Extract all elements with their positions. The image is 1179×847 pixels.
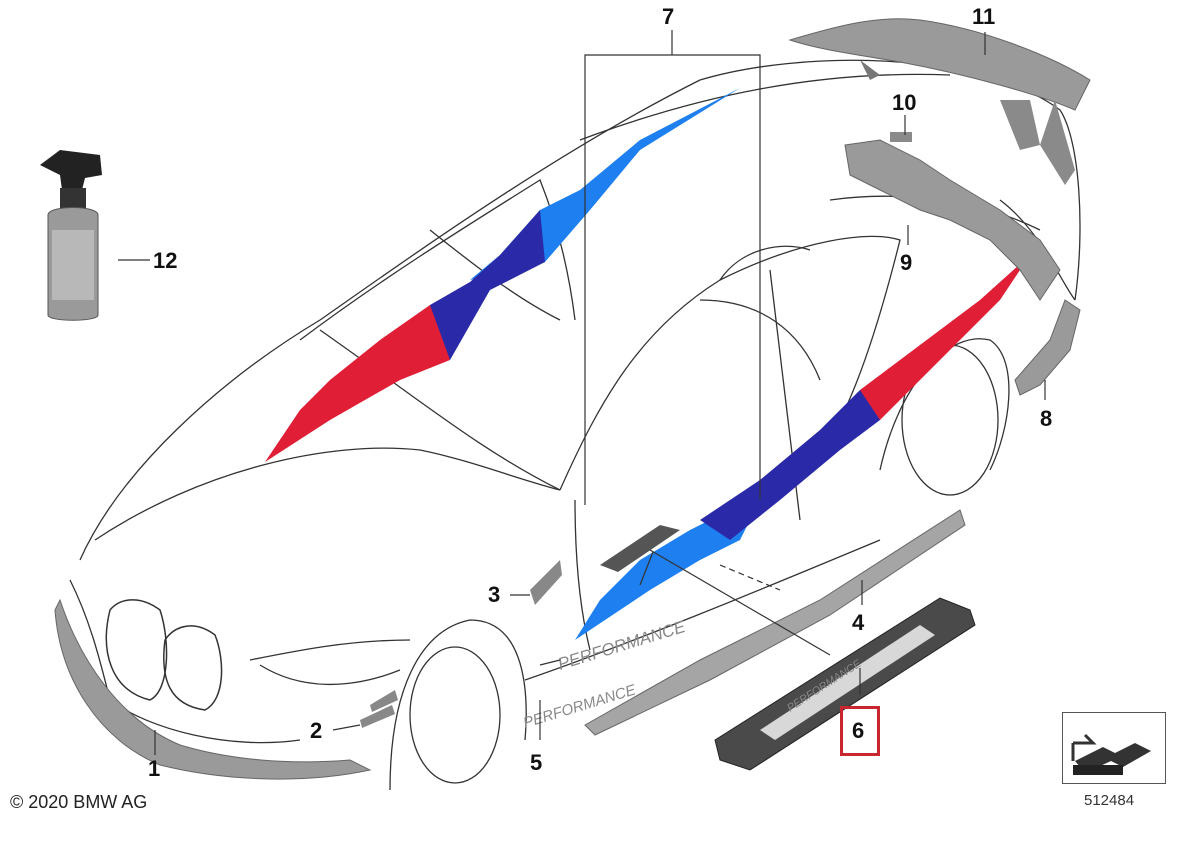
callout-1[interactable]: 1 (148, 756, 161, 781)
callout-11[interactable]: 11 (972, 4, 996, 29)
rear-wing (788, 18, 1091, 185)
side-decal-label: PERFORMANCE (556, 617, 689, 674)
car-outline (69, 59, 1081, 791)
callout-12[interactable]: 12 (153, 248, 178, 273)
kidney-grille (105, 599, 223, 711)
rear-splitter (1014, 299, 1081, 396)
side-gill-badge (530, 560, 562, 605)
clip-part (890, 132, 912, 142)
diagram-number: 512484 (1084, 792, 1135, 809)
callout-9[interactable]: 9 (900, 250, 913, 275)
callout-4[interactable]: 4 (852, 610, 865, 635)
orientation-box[interactable] (1062, 712, 1166, 784)
callout-2[interactable]: 2 (310, 718, 323, 743)
front-splitter (54, 598, 372, 780)
callout-6-highlight (840, 706, 880, 756)
front-fender-vent (360, 690, 398, 728)
callout-5[interactable]: 5 (530, 750, 543, 775)
callout-10[interactable]: 10 (892, 90, 917, 115)
door-sill-on-car (600, 525, 680, 572)
callout-8[interactable]: 8 (1040, 406, 1053, 431)
copyright-notice: © 2020 BMW AG (10, 792, 148, 812)
callout-7[interactable]: 7 (662, 4, 675, 29)
leader-lines (118, 30, 1046, 755)
callout-3[interactable]: 3 (488, 582, 501, 607)
m-stripe-side (575, 255, 1030, 640)
arrow-icon (1071, 733, 1151, 775)
callout-6[interactable]: 6 (852, 718, 865, 743)
cleaner-spray-bottle (40, 150, 102, 321)
rear-side-trim (844, 139, 1061, 301)
m-stripe-roof (265, 88, 740, 462)
